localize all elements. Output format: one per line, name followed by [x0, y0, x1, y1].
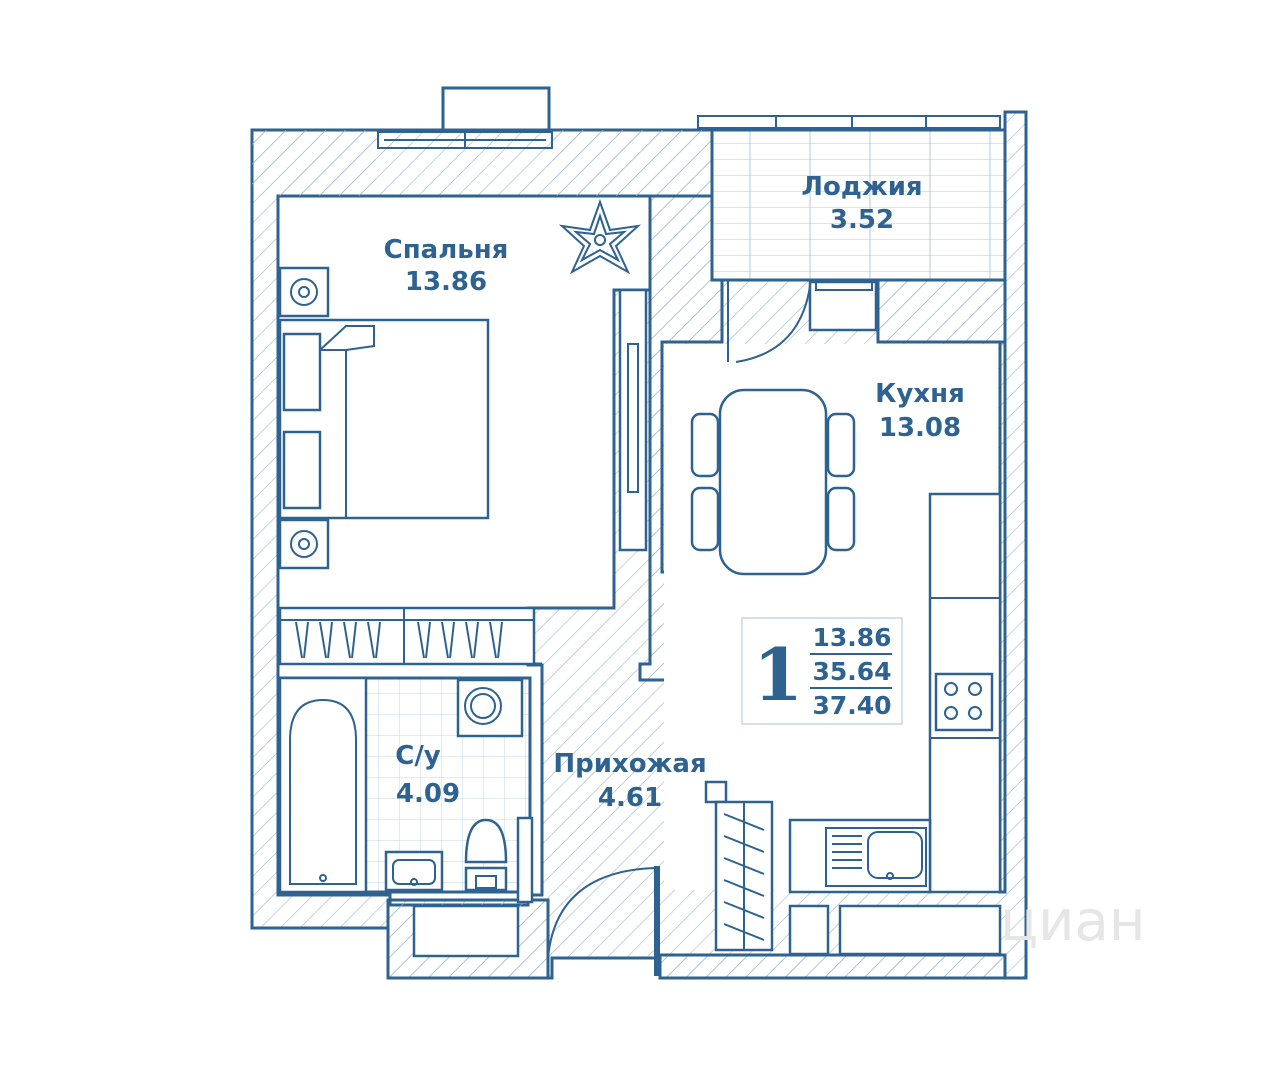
- area-summary: 1 13.86 35.64 37.40: [741, 617, 903, 725]
- plant-icon: [558, 199, 642, 275]
- stove: [934, 672, 994, 732]
- loggia-window: [697, 115, 1001, 129]
- hallway-name: Прихожая: [553, 749, 706, 779]
- watermark: циан: [1000, 889, 1145, 954]
- bedroom-area: 13.86: [405, 267, 487, 297]
- hallway-area: 4.61: [598, 783, 662, 813]
- loggia-name: Лоджия: [801, 172, 922, 202]
- chair: [826, 412, 856, 478]
- loggia: [697, 115, 1007, 282]
- bedroom-name: Спальня: [384, 235, 509, 265]
- dining-table: [718, 388, 828, 576]
- nightstand-top: [278, 266, 330, 318]
- toilet: [464, 818, 508, 892]
- bedroom-furniture: [278, 199, 648, 666]
- kitchen-sink: [788, 818, 932, 894]
- kitchen-name: Кухня: [875, 379, 965, 409]
- wardrobe-partition: [618, 288, 648, 552]
- total-with-loggia: 37.40: [812, 691, 891, 720]
- living-area: 13.86: [812, 623, 891, 652]
- bathroom-area: 4.09: [396, 779, 460, 809]
- hall-cabinet: [412, 904, 520, 958]
- bathroom-name: С/у: [395, 741, 441, 771]
- kitchen-furniture: [690, 280, 1002, 956]
- chair: [690, 412, 720, 478]
- chair: [690, 486, 720, 552]
- total-area: 35.64: [812, 657, 891, 686]
- hall-wardrobe: [704, 780, 774, 952]
- bathtub: [278, 676, 368, 894]
- kitchen-area: 13.08: [879, 413, 961, 443]
- cabinet-hangers: [295, 621, 503, 659]
- room-count: 1: [753, 632, 803, 717]
- nightstand-bottom: [278, 518, 330, 570]
- loggia-area: 3.52: [830, 205, 894, 235]
- chair: [826, 486, 856, 552]
- bathroom: [278, 676, 534, 904]
- ac-unit: [441, 86, 551, 132]
- entrance-door: [547, 866, 660, 976]
- bedroom-window: [377, 131, 553, 149]
